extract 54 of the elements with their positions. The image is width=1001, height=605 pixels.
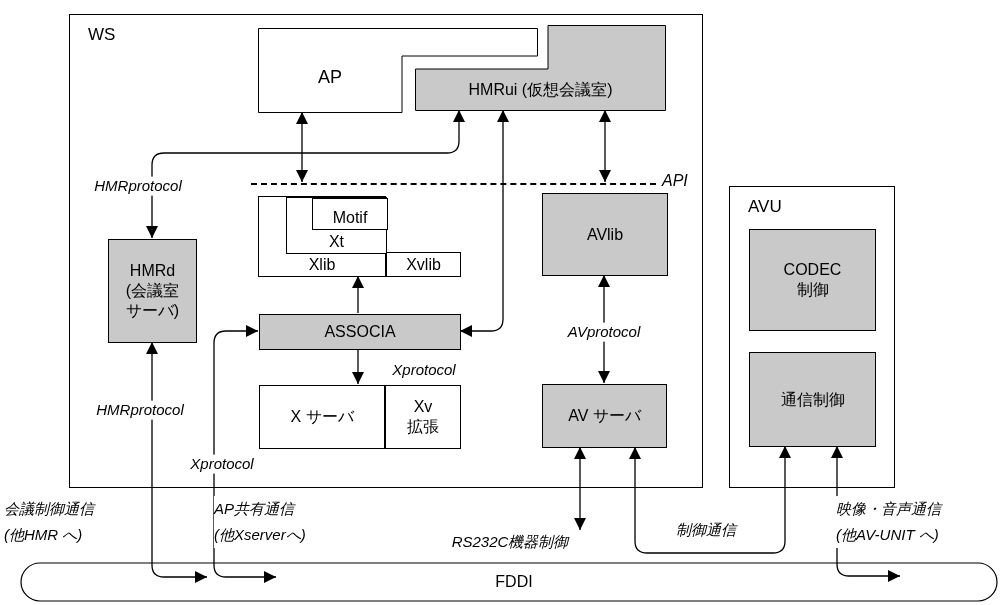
- shaded-module-box: [108, 239, 197, 343]
- module-box: [259, 385, 385, 449]
- node-label: AVlib: [586, 224, 624, 245]
- node-label: X サーバ: [290, 407, 354, 427]
- node-label: CODEC: [783, 260, 842, 280]
- node-label: FDDI: [495, 572, 533, 592]
- node-label: (会議室サーバ): [124, 281, 181, 321]
- system-frame: [729, 186, 895, 488]
- node-label: AV サーバ: [568, 406, 641, 426]
- module-box: [385, 385, 461, 449]
- arrow: [629, 445, 791, 554]
- node-label: Xt: [328, 232, 345, 252]
- node-label: Motif: [332, 208, 368, 228]
- arrow: [296, 111, 308, 183]
- shaded-module-box: [415, 25, 666, 111]
- library-layer-box: [312, 198, 388, 230]
- edge-label: HMRprotocol: [95, 400, 185, 420]
- arrow: [459, 109, 509, 337]
- arrow: [146, 109, 465, 239]
- edge-label: Xprotocol: [189, 454, 255, 474]
- node-label: Xv: [413, 397, 433, 417]
- node-label: Xlib: [308, 255, 336, 275]
- node-label: AVU: [748, 197, 782, 216]
- arrow: [352, 275, 364, 314]
- shaded-module-box: [542, 384, 667, 448]
- system-frame: [69, 14, 703, 488]
- edge-label: HMRprotocol: [93, 176, 183, 196]
- arrow: [213, 325, 277, 583]
- arrow: [146, 341, 208, 583]
- node-label: HMRui (仮想会議室): [468, 80, 613, 100]
- node-label: Xvlib: [406, 254, 441, 275]
- node-label: HMRd: [129, 261, 176, 281]
- boundary-label: API: [662, 171, 688, 191]
- node-label: AP: [318, 66, 342, 89]
- shaded-module-box: [259, 314, 461, 350]
- network-band: [20, 562, 998, 602]
- library-layer-box: [286, 197, 387, 254]
- node-label: 通信制御: [780, 389, 845, 410]
- edge-label: 制御通信: [675, 520, 737, 540]
- edge-label: AVprotocol: [566, 322, 642, 342]
- shaded-module-box: [749, 229, 876, 331]
- library-layer-box: [258, 196, 386, 277]
- arrow: [599, 109, 611, 183]
- node-label: RS232C機器制御: [451, 531, 569, 552]
- shaded-module-box: [542, 193, 668, 276]
- module-box: [386, 252, 461, 277]
- node-label: WS: [88, 25, 116, 44]
- shaded-module-box: [749, 352, 876, 447]
- node-label: ASSOCIA: [324, 322, 396, 342]
- node-label: 制御: [796, 280, 829, 300]
- node-label: 拡張: [407, 417, 439, 437]
- api-boundary-line: [251, 183, 656, 185]
- arrow: [574, 446, 586, 531]
- arrow: [352, 348, 364, 385]
